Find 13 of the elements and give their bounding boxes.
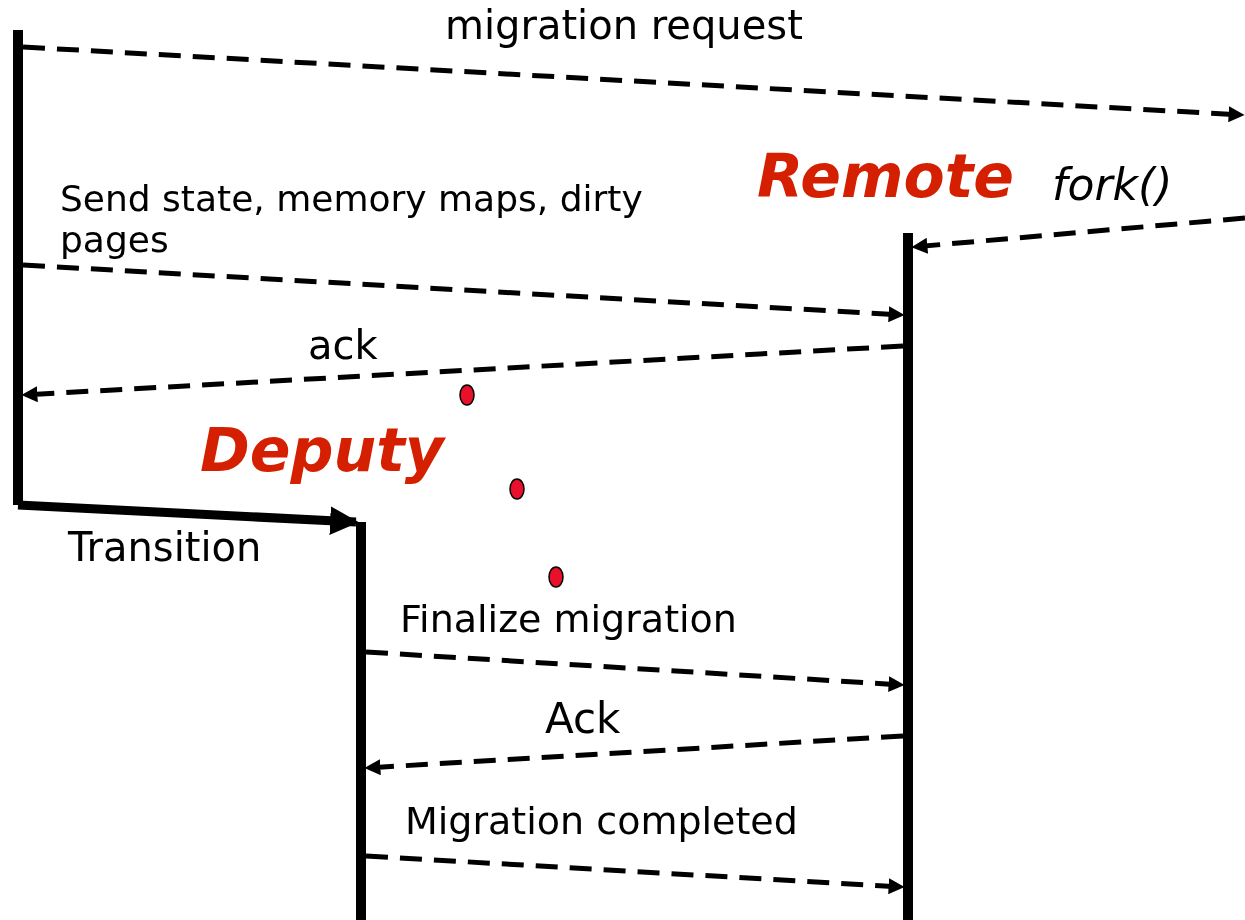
message-arrow (365, 649, 905, 693)
lifeline-title: Remote (757, 143, 1015, 209)
lifeline (903, 233, 913, 920)
message-arrow (21, 343, 904, 403)
lifeline-title: Deputy (200, 417, 444, 483)
lifeline (356, 522, 366, 920)
message-arrow (22, 262, 905, 323)
lifeline (13, 30, 23, 505)
message-arrow (22, 44, 1245, 123)
message-arrow (911, 215, 1245, 254)
message-arrow (365, 853, 905, 895)
transition-arrow (17, 500, 359, 536)
message-arrow (364, 733, 904, 776)
